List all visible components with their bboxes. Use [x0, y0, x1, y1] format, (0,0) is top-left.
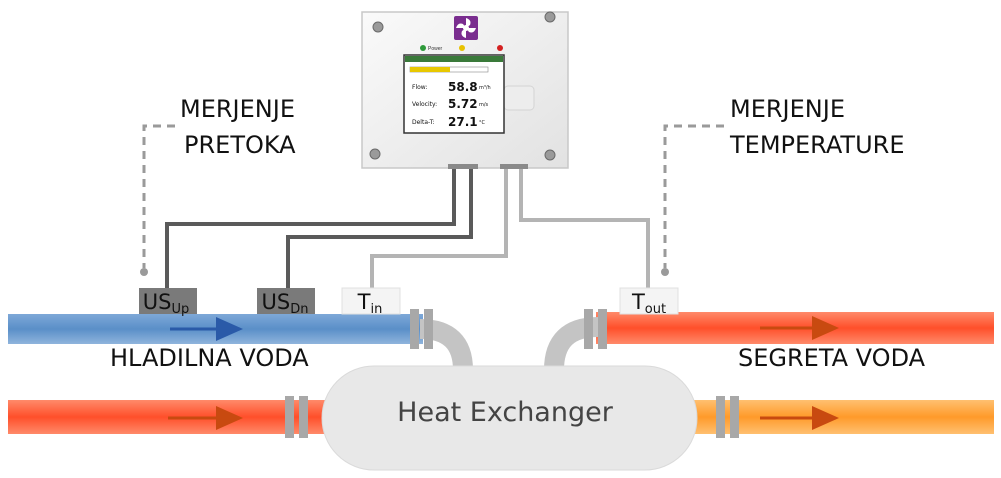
sensor-us-up-sub: Up: [171, 302, 189, 317]
cable-t-in: [370, 166, 508, 290]
status-led-red: [497, 45, 503, 51]
reading-flow-value: 58.8: [448, 80, 478, 94]
sensor-us-dn: USDn: [257, 288, 315, 317]
sensor-t-out: Tout: [619, 287, 679, 317]
temp-leader-dot: [661, 268, 669, 276]
power-led: [420, 45, 426, 51]
sensor-t-in-sub: in: [370, 302, 382, 317]
flow-leader-line: [142, 124, 175, 268]
heat-exchanger-body: [321, 365, 698, 471]
svg-text:USDn: USDn: [262, 290, 309, 317]
heat-exchanger-label: Heat Exchanger: [397, 397, 614, 428]
temp-measurement-label-line1: MERJENJE: [730, 95, 845, 123]
cable-glands: [448, 164, 528, 169]
status-led-yellow: [459, 45, 465, 51]
cable-us-dn: [286, 166, 473, 290]
fan-logo-icon: [454, 16, 478, 40]
cable-us-up: [165, 166, 456, 290]
cold-water-label: HLADILNA VODA: [110, 344, 309, 372]
power-led-label: Power: [428, 46, 443, 52]
cable-t-out: [519, 166, 650, 290]
reading-velocity-label: Velocity:: [412, 101, 437, 108]
flow-measurement-label-line1: MERJENJE: [180, 95, 295, 123]
device-display: Flow: 58.8 m³/h Velocity: 5.72 m/s Delta…: [403, 54, 505, 134]
flow-leader-dot: [140, 268, 148, 276]
reading-delta-t-value: 27.1: [448, 115, 478, 129]
temp-leader-line: [663, 124, 724, 268]
reading-delta-t-unit: °C: [479, 120, 486, 126]
sensor-us-up: USUp: [139, 288, 197, 317]
temp-measurement-label-line2: TEMPERATURE: [729, 131, 905, 159]
sensor-t-out-sub: out: [645, 302, 666, 317]
flow-meter-device: Power Flow: 58.8 m³/h Velocity: 5.72 m/s…: [361, 11, 569, 169]
sensor-us-up-main: US: [143, 290, 172, 314]
status-indicators: Power: [420, 45, 503, 52]
device-screws: [369, 11, 556, 161]
flow-measurement-label-line2: PRETOKA: [184, 131, 296, 159]
sensor-us-dn-main: US: [262, 290, 291, 314]
display-progress-fill: [410, 67, 450, 72]
reading-flow-label: Flow:: [412, 84, 427, 91]
reading-flow-unit: m³/h: [479, 85, 491, 91]
sensor-us-dn-sub: Dn: [290, 302, 308, 317]
svg-text:USUp: USUp: [143, 290, 189, 317]
sensor-t-in: Tin: [341, 287, 401, 317]
svg-text:Tin: Tin: [357, 290, 383, 317]
reading-velocity-unit: m/s: [479, 102, 489, 108]
reading-velocity-value: 5.72: [448, 97, 478, 111]
heated-water-label: SEGRETA VODA: [738, 344, 926, 372]
sensor-t-out-main: T: [631, 290, 645, 314]
reading-delta-t-label: Delta-T:: [412, 119, 435, 126]
sensor-t-in-main: T: [357, 290, 371, 314]
svg-text:Tout: Tout: [631, 290, 666, 317]
pipe-flanges: [285, 309, 739, 438]
